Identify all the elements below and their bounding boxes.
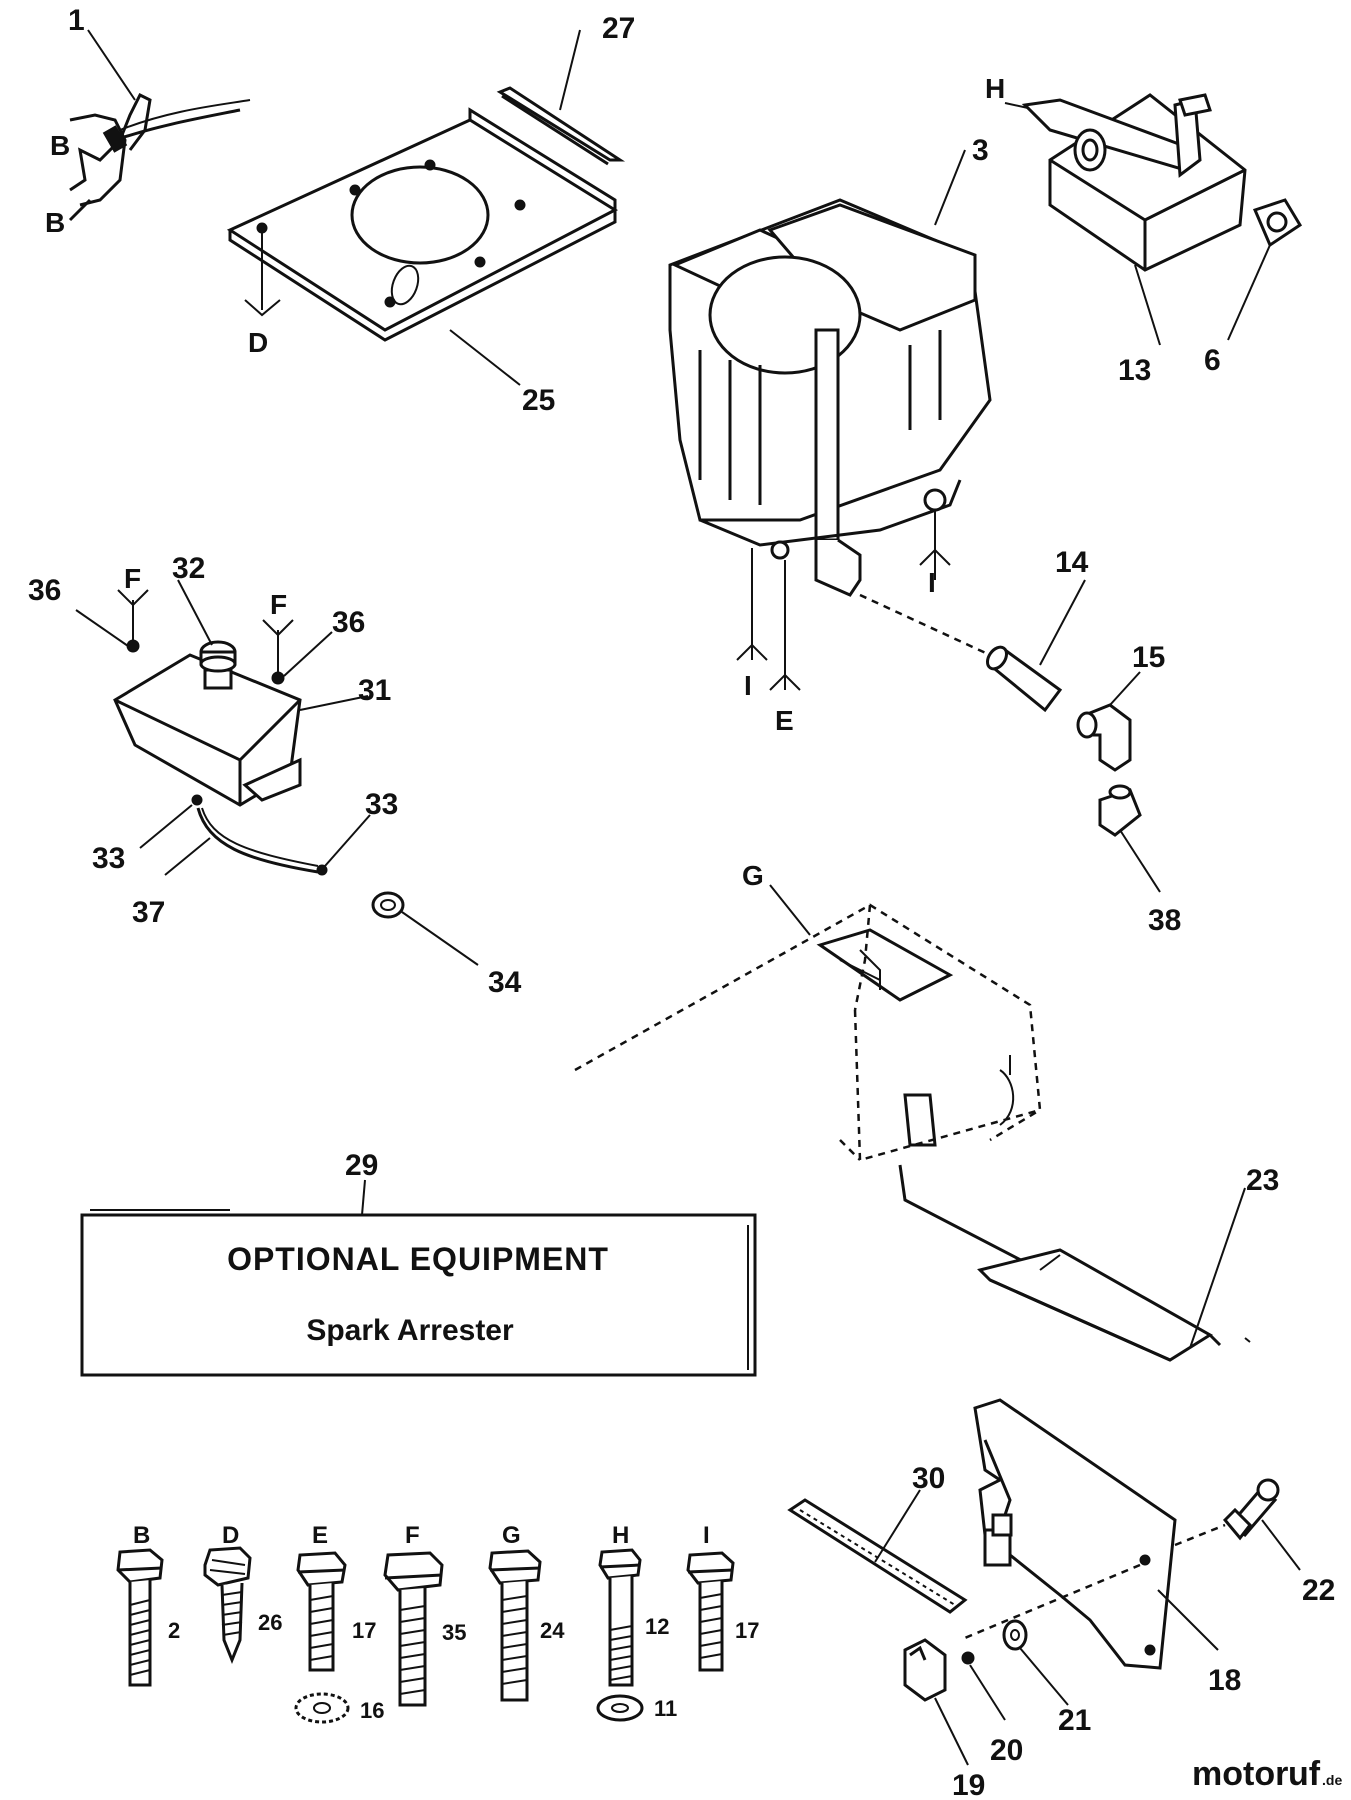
hardware-letter: D <box>222 1522 239 1549</box>
letter-label-g: G <box>742 860 764 891</box>
part-label-13: 13 <box>1118 354 1151 387</box>
hardware-bolt-b: B 2 <box>116 1522 180 1687</box>
part-label-19: 19 <box>952 1769 985 1800</box>
part-23-bracket <box>898 1164 1251 1362</box>
part-31-fuel-tank <box>113 653 302 807</box>
part-label-21: 21 <box>1058 1704 1091 1737</box>
optional-equipment-item: Spark Arrester <box>306 1314 514 1347</box>
letter-label-i: I <box>744 670 752 701</box>
hardware-bolt-f: F 35 <box>383 1522 466 1707</box>
letter-label-b: B <box>45 207 65 238</box>
hardware-letter: I <box>703 1522 710 1549</box>
part-label-18: 18 <box>1208 1664 1241 1697</box>
watermark-part-a: motor <box>1192 1755 1288 1793</box>
part-label-32: 32 <box>172 552 205 585</box>
part-label-34: 34 <box>488 966 522 999</box>
part-label-36: 36 <box>28 574 61 607</box>
letter-label-i: I <box>928 567 936 598</box>
hardware-part-number: 12 <box>645 1614 669 1639</box>
hardware-bolt-g: G 24 <box>488 1522 565 1702</box>
part-label-27: 27 <box>602 12 635 45</box>
letter-label-h: H <box>985 73 1005 104</box>
frame-outline <box>574 903 1042 1162</box>
part-13-muffler <box>1021 93 1247 272</box>
hardware-letter: F <box>405 1522 420 1549</box>
hardware-part-number: 2 <box>168 1618 180 1643</box>
hardware-screw-d: D 26 <box>203 1522 282 1665</box>
hardware-part-number: 35 <box>442 1620 466 1645</box>
part-label-37: 37 <box>132 896 165 929</box>
part-3-engine <box>668 198 992 597</box>
part-label-29: 29 <box>345 1149 378 1182</box>
part-label-15: 15 <box>1132 641 1165 674</box>
letter-label-e: E <box>775 705 794 736</box>
hardware-part-number: 17 <box>735 1618 759 1643</box>
hardware-part-number: 24 <box>540 1618 565 1643</box>
part-label-20: 20 <box>990 1734 1023 1767</box>
letter-label-d: D <box>248 327 268 358</box>
part-22-bolt <box>1222 1478 1280 1541</box>
part-34-bushing <box>371 891 405 919</box>
part-label-14: 14 <box>1055 546 1089 579</box>
part-label-36: 36 <box>332 606 365 639</box>
hardware-letter: G <box>502 1522 521 1549</box>
part-label-23: 23 <box>1246 1164 1279 1197</box>
part-30-strip <box>787 1498 968 1614</box>
letter-label-f: F <box>124 563 141 594</box>
part-6-gasket <box>1252 198 1303 248</box>
part-label-38: 38 <box>1148 904 1181 937</box>
part-label-33: 33 <box>92 842 125 875</box>
watermark-logo: motor uf .de <box>1192 1755 1342 1793</box>
optional-equipment-box: OPTIONAL EQUIPMENT Spark Arrester <box>80 1209 757 1377</box>
optional-equipment-title: OPTIONAL EQUIPMENT <box>227 1241 609 1277</box>
part-33-clamp <box>316 864 328 876</box>
part-38-drain-cap <box>1098 784 1142 837</box>
part-label-1: 1 <box>68 4 85 37</box>
part-15-elbow <box>1076 703 1132 772</box>
part-label-31: 31 <box>358 674 391 707</box>
hardware-bolt-i: I 17 <box>686 1522 759 1672</box>
part-37-fuel-line <box>191 794 328 876</box>
part-33-clamp <box>191 794 203 806</box>
hardware-letter: B <box>133 1522 150 1549</box>
part-25-mounting-plate <box>226 107 619 342</box>
part-21-washer <box>1002 1619 1028 1651</box>
part-label-33: 33 <box>365 788 398 821</box>
part-label-6: 6 <box>1204 344 1221 377</box>
hardware-part-number: 26 <box>258 1610 282 1635</box>
part-14-pipe-nipple <box>985 645 1063 713</box>
part-label-30: 30 <box>912 1462 945 1495</box>
hardware-letter: E <box>312 1522 328 1549</box>
part-27-strip <box>496 86 626 166</box>
hardware-bolt-e: E 17 16 <box>294 1522 384 1724</box>
hardware-bolt-h: H 12 11 <box>596 1522 677 1722</box>
hardware-part-number: 17 <box>352 1618 376 1643</box>
watermark-suffix: .de <box>1322 1772 1342 1788</box>
part-label-25: 25 <box>522 384 555 417</box>
part-19-clip <box>903 1638 947 1702</box>
part-32-fuel-cap <box>199 640 237 690</box>
letter-label-f: F <box>270 589 287 620</box>
watermark-part-b: uf <box>1288 1755 1321 1793</box>
part-18-heat-shield <box>973 1398 1177 1670</box>
part-label-22: 22 <box>1302 1574 1335 1607</box>
part-label-3: 3 <box>972 134 989 167</box>
hardware-letter: H <box>612 1522 629 1549</box>
hardware-washer-number: 16 <box>360 1698 384 1723</box>
part-20-nut <box>961 1651 975 1665</box>
part-1-bracket <box>68 92 251 222</box>
hardware-washer-number: 11 <box>654 1696 677 1721</box>
letter-label-b: B <box>50 130 70 161</box>
part-36-screw-right <box>262 619 294 685</box>
